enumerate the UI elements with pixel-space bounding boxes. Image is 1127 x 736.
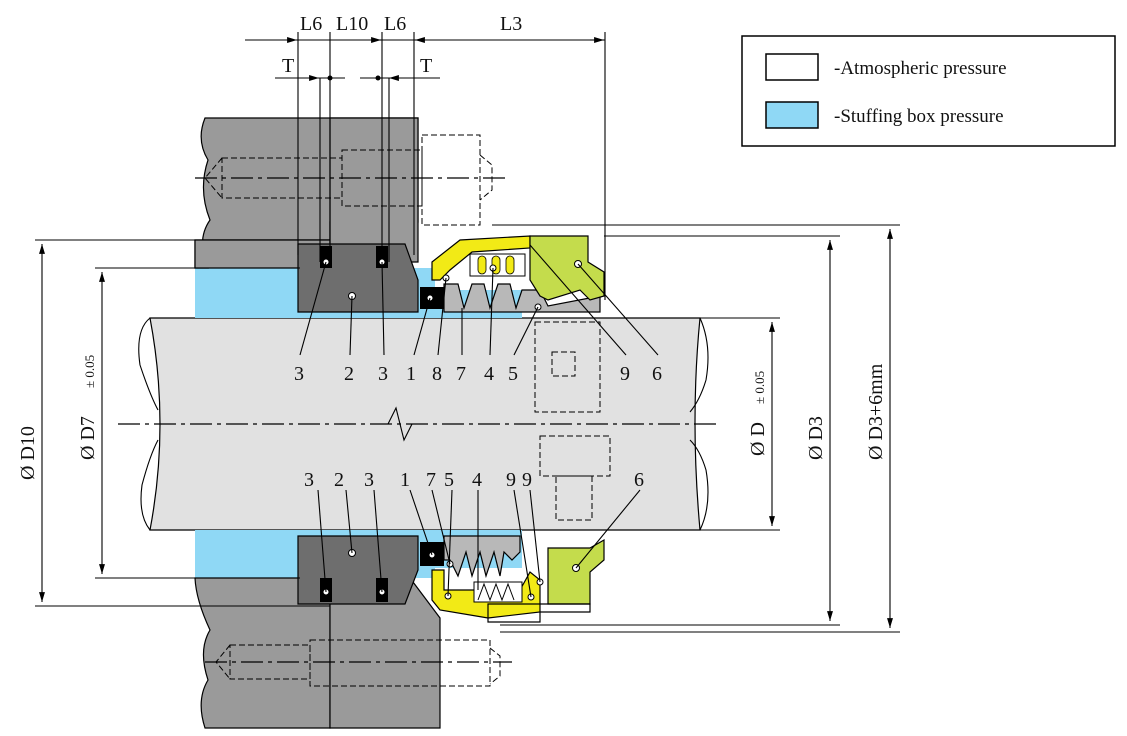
part-labels-top: 3 2 3 1 8 7 4 5 9 6 — [294, 363, 662, 385]
dim-d: Ø D — [747, 422, 769, 456]
legend-swatch-stuffing-box — [765, 101, 819, 129]
setscrew-bottom — [539, 435, 611, 521]
break-mark — [387, 406, 413, 442]
legend-swatch-atmospheric — [765, 53, 819, 81]
label-bottom-6: 6 — [634, 469, 644, 491]
dim-l6-left: L6 — [300, 13, 322, 35]
label-top-6: 6 — [652, 363, 662, 385]
spring-holder-top — [431, 235, 531, 281]
bellows-bottom — [443, 535, 521, 579]
shaft-right-end — [689, 317, 709, 531]
dim-d7: Ø D7 — [77, 416, 99, 460]
spring-bottom — [473, 581, 523, 603]
label-top-8: 8 — [432, 363, 442, 385]
spring-top — [469, 253, 526, 277]
label-top-5: 5 — [508, 363, 518, 385]
legend-frame — [741, 35, 1116, 147]
label-bottom-7: 7 — [426, 469, 436, 491]
dim-d3-plus: Ø D3+6mm — [865, 363, 887, 460]
label-top-3b: 3 — [378, 363, 388, 385]
part-labels-bottom: 3 2 3 1 7 5 4 9 9 6 — [304, 469, 644, 491]
setscrew-top — [534, 321, 601, 413]
label-top-7: 7 — [456, 363, 466, 385]
dim-l3: L3 — [500, 13, 522, 35]
housing-bottom-left — [194, 577, 331, 729]
dim-l10: L10 — [336, 13, 368, 35]
seat-ring-top — [297, 243, 419, 313]
clamp-bottom — [487, 603, 591, 623]
label-bottom-5: 5 — [444, 469, 454, 491]
label-top-2: 2 — [344, 363, 354, 385]
label-bottom-3a: 3 — [304, 469, 314, 491]
dim-d-tol: ± 0.05 — [752, 371, 767, 404]
label-bottom-4: 4 — [472, 469, 482, 491]
seat-ring-bottom — [297, 535, 419, 605]
label-bottom-3b: 3 — [364, 469, 374, 491]
dimension-labels: L6 L10 L6 L3 T T Ø D10 Ø D7 ± 0.05 Ø D ±… — [17, 13, 887, 480]
leader-lines — [299, 244, 659, 598]
bellows-top — [443, 283, 601, 313]
dim-d3: Ø D3 — [805, 416, 827, 460]
label-top-9: 9 — [620, 363, 630, 385]
label-top-4: 4 — [484, 363, 494, 385]
dimension-lines — [35, 32, 900, 633]
label-bottom-9b: 9 — [522, 469, 532, 491]
label-bottom-9a: 9 — [506, 469, 516, 491]
label-top-3a: 3 — [294, 363, 304, 385]
legend-label-stuffing-box: -Stuffing box pressure — [834, 106, 1004, 127]
dim-t-right: T — [420, 55, 432, 77]
bolt-bottom — [205, 639, 512, 687]
label-top-1: 1 — [406, 363, 416, 385]
dim-d10: Ø D10 — [17, 426, 39, 480]
legend: -Atmospheric pressure -Stuffing box pres… — [741, 35, 1116, 147]
dim-d7-tol: ± 0.05 — [82, 355, 97, 388]
dim-l6-right: L6 — [384, 13, 406, 35]
dim-t-left: T — [282, 55, 294, 77]
legend-label-atmospheric: -Atmospheric pressure — [834, 58, 1007, 79]
gland-top — [529, 235, 605, 301]
label-bottom-2: 2 — [334, 469, 344, 491]
label-bottom-1: 1 — [400, 469, 410, 491]
shaft-left-end — [138, 317, 159, 531]
housing-top-upper-block — [329, 117, 419, 263]
